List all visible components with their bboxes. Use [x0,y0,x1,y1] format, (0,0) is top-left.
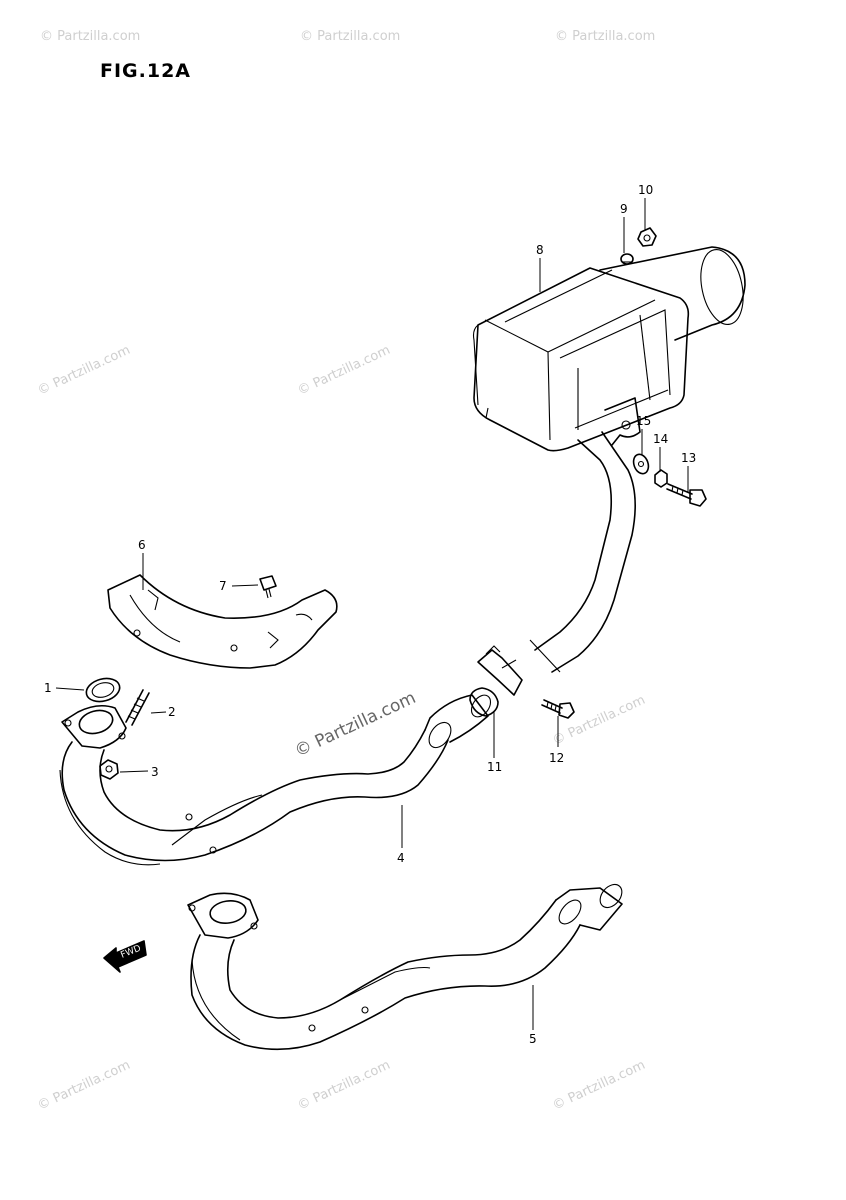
callout-15[interactable]: 15 [636,414,651,428]
leader-lines [55,198,689,1030]
exhaust-pipe-5[interactable] [187,880,626,1051]
muffler-nut-10[interactable] [637,227,657,247]
exhaust-stud-2[interactable] [125,689,150,726]
callout-7[interactable]: 7 [219,579,227,593]
muffler-cushion-9[interactable] [620,253,634,265]
figure-title: FIG.12A [100,60,192,82]
clamp-bolt-12[interactable] [541,699,575,719]
callout-3[interactable]: 3 [151,765,159,779]
watermark: © Partzilla.com [555,29,655,44]
callout-4[interactable]: 4 [397,851,405,865]
callout-13[interactable]: 13 [681,451,696,465]
watermark: © Partzilla.com [295,1058,392,1114]
callout-8[interactable]: 8 [536,243,544,257]
callout-2[interactable]: 2 [168,705,176,719]
exhaust-gasket-1[interactable] [84,675,123,705]
connecting-pipe [529,431,636,673]
muffler-washer-15[interactable] [631,452,651,476]
muffler[interactable] [472,246,750,452]
callout-14[interactable]: 14 [653,432,668,446]
muffler-nut-14[interactable] [654,469,668,488]
watermark: © Partzilla.com [300,29,400,44]
callout-1[interactable]: 1 [44,681,52,695]
watermark: © Partzilla.com [40,29,140,44]
watermark: © Partzilla.com [550,1058,647,1114]
watermark: © Partzilla.com [35,1058,132,1114]
callout-6[interactable]: 6 [138,538,146,552]
callout-10[interactable]: 10 [638,183,653,197]
callout-12[interactable]: 12 [549,751,564,765]
watermark-main: © Partzilla.com [292,688,419,762]
callout-11[interactable]: 11 [487,760,502,774]
heat-shield[interactable] [107,574,338,669]
callout-labels: 1 2 3 4 5 6 7 8 9 10 11 12 13 14 15 [44,183,696,1046]
watermark: © Partzilla.com [35,343,132,399]
muffler-bolt-13[interactable] [666,483,707,507]
callout-5[interactable]: 5 [529,1032,537,1046]
heat-shield-screw-7[interactable] [259,575,277,599]
callout-9[interactable]: 9 [620,202,628,216]
exhaust-pipe-4[interactable] [59,692,494,866]
exhaust-clamp-11[interactable] [469,645,523,717]
forward-direction-indicator: FWD [103,940,147,973]
exhaust-nut-3[interactable] [99,759,119,780]
watermark: © Partzilla.com [550,693,647,749]
watermark: © Partzilla.com [295,343,392,399]
